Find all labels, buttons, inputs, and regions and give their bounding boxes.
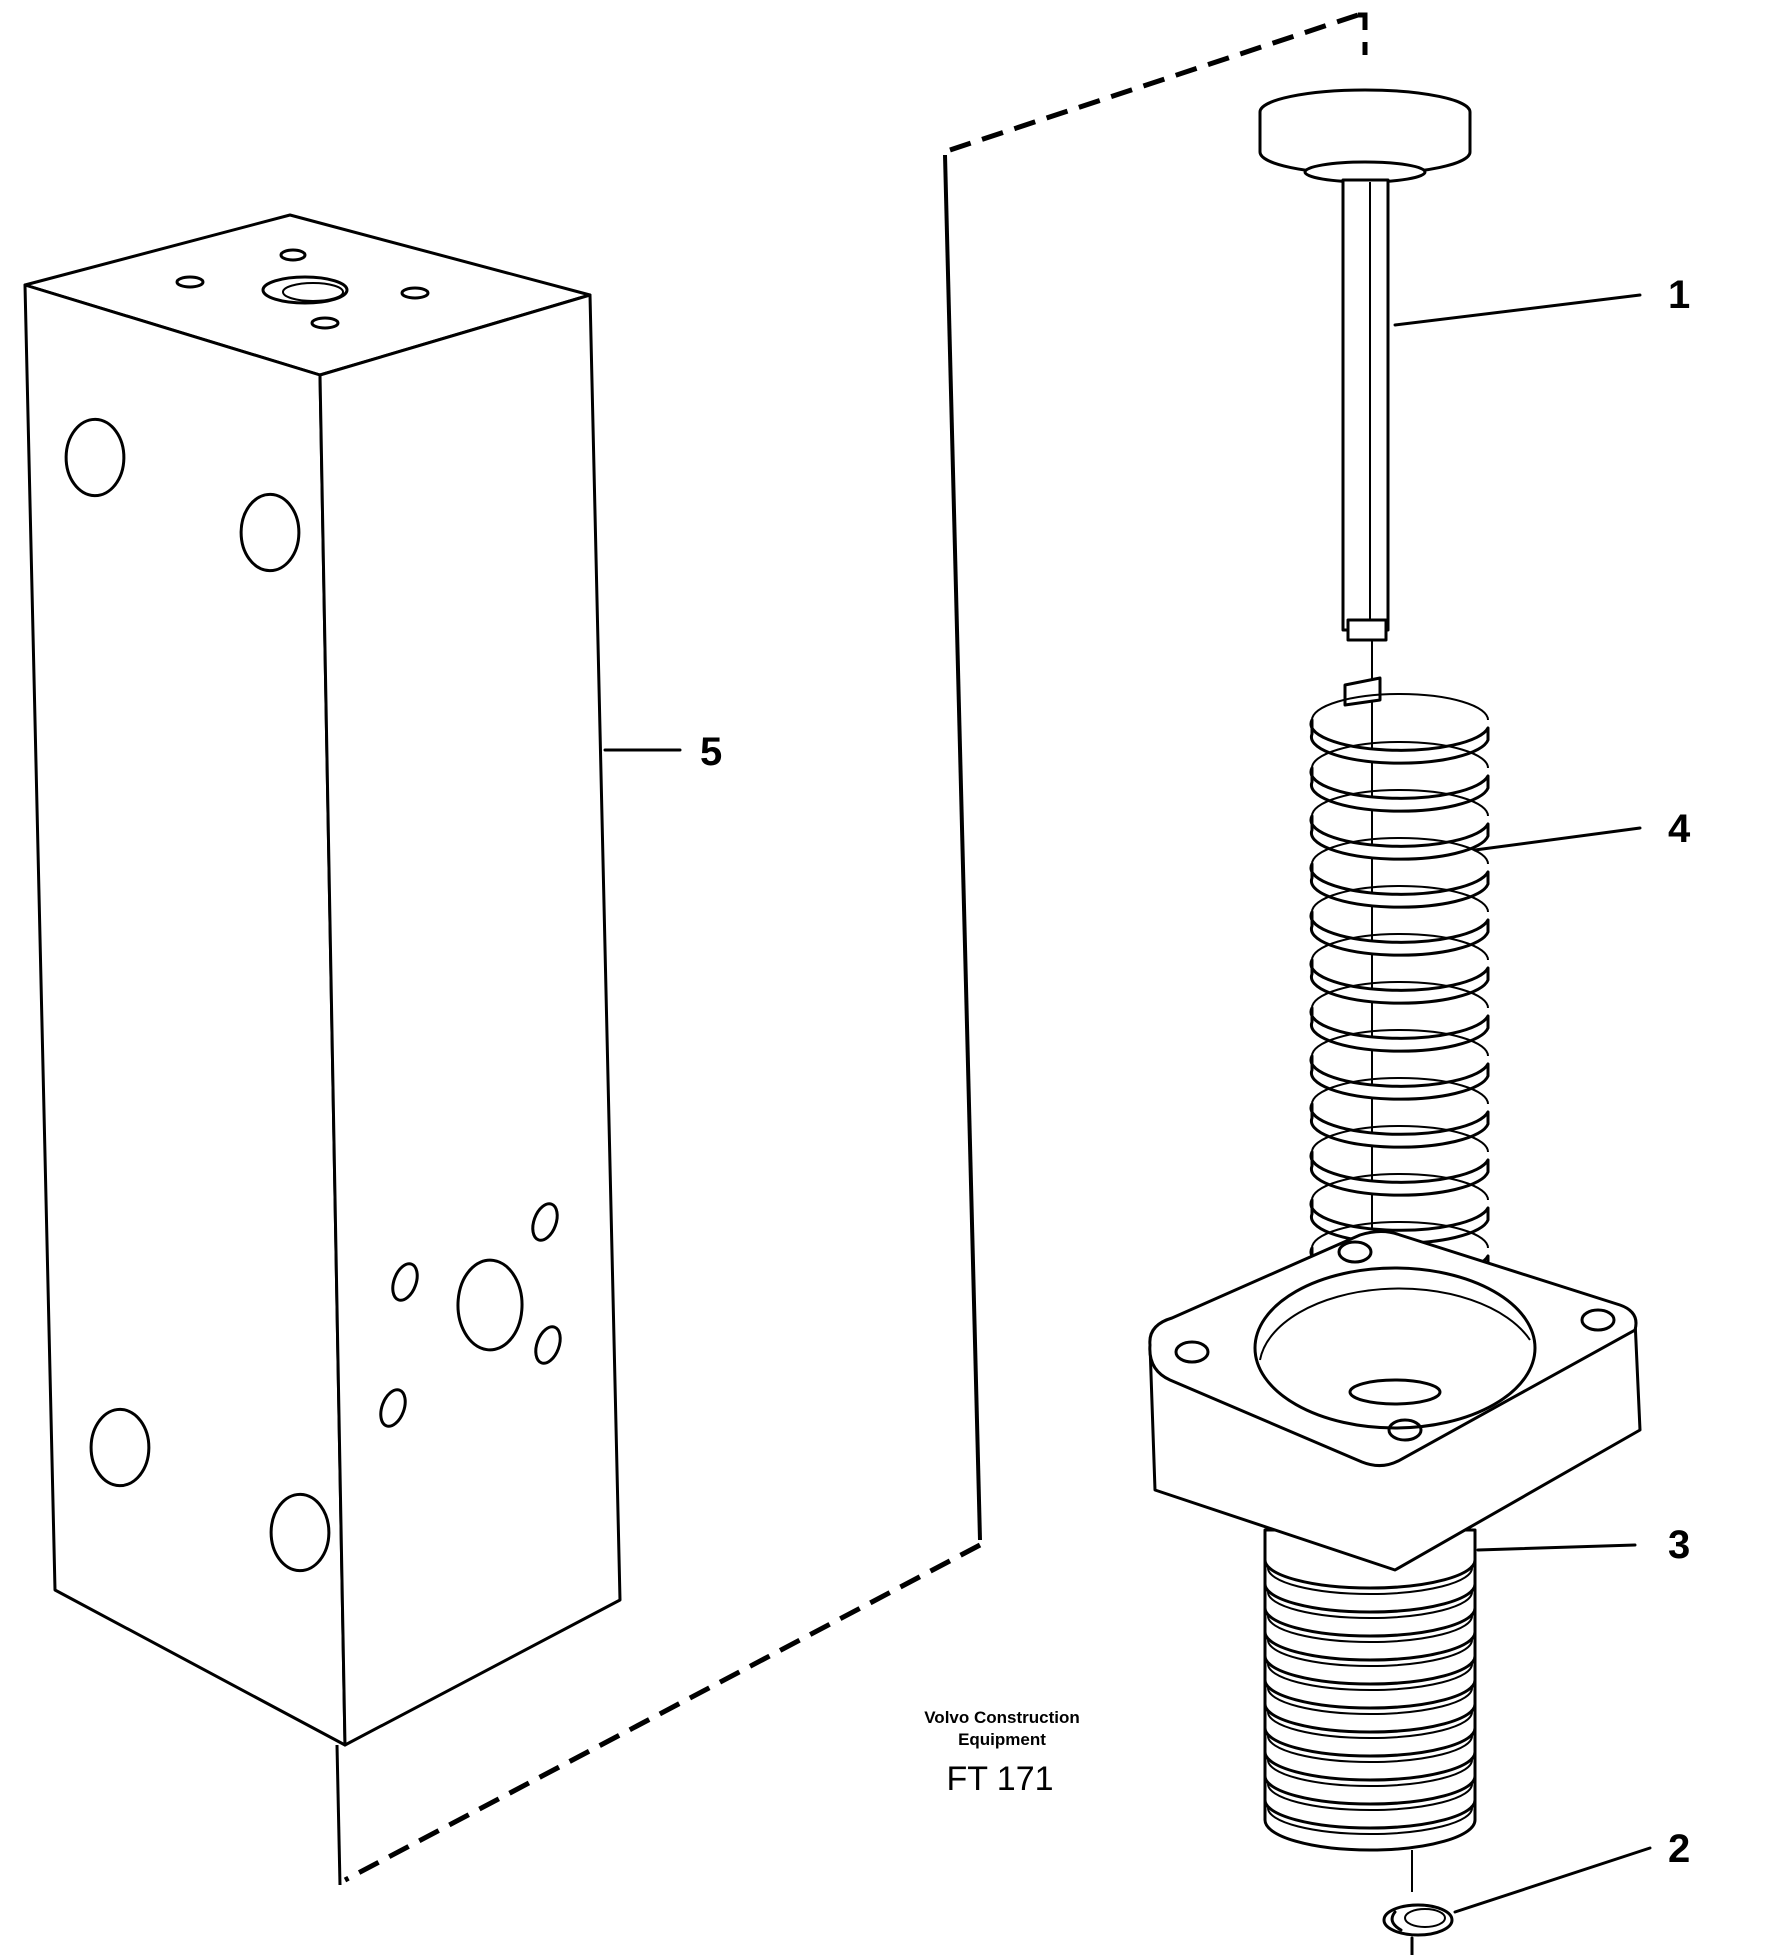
callout-2: 2 bbox=[1668, 1827, 1690, 1871]
left-face-bolt-holes bbox=[64, 417, 331, 1573]
credit-line-1: Volvo Construction bbox=[924, 1708, 1080, 1727]
plunger-part-1 bbox=[1258, 88, 1472, 1400]
flange-housing-part-3 bbox=[1148, 1230, 1642, 1852]
figure-id: FT 171 bbox=[946, 1760, 1053, 1798]
spring-part-4 bbox=[1309, 676, 1490, 1327]
valve-block-part-5 bbox=[23, 213, 622, 1747]
assembly-dashed-outline bbox=[335, 12, 1368, 1886]
callout-5: 5 bbox=[700, 730, 722, 774]
top-face-ports bbox=[175, 248, 430, 330]
callout-4: 4 bbox=[1668, 807, 1691, 851]
circlip-part-2 bbox=[1382, 1850, 1454, 1955]
threaded-body bbox=[1263, 1528, 1477, 1852]
right-face-ports bbox=[379, 1202, 562, 1428]
leader-lines bbox=[603, 293, 1652, 1914]
callout-1: 1 bbox=[1668, 273, 1690, 317]
credit-line-2: Equipment bbox=[958, 1730, 1046, 1749]
callout-3: 3 bbox=[1668, 1523, 1690, 1567]
